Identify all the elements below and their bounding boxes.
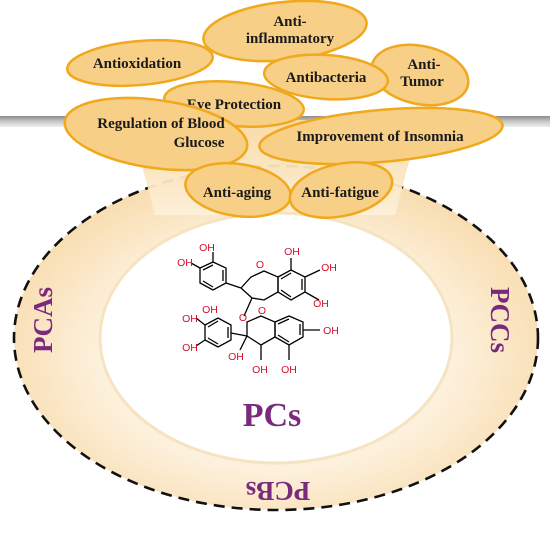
pill-label: Anti- xyxy=(273,14,306,30)
chem-label-oh: OH xyxy=(228,351,244,363)
activity-pill-anti-fatigue: Anti-fatigue xyxy=(288,161,394,219)
activity-pill-antioxidation: Antioxidation xyxy=(66,38,214,88)
bond xyxy=(195,317,206,326)
bond xyxy=(230,332,248,337)
activity-pill-antibacteria: Antibacteria xyxy=(262,53,390,101)
ring-label-bottom: PCBs xyxy=(246,476,311,506)
ring-label-left: PCAs xyxy=(28,287,58,353)
bond xyxy=(277,318,290,325)
chem-label-oh: OH xyxy=(202,304,218,316)
pill-label: Glucose xyxy=(174,135,225,151)
pill-label: Anti- xyxy=(407,57,440,73)
bond xyxy=(277,334,290,343)
pill-label: Anti-aging xyxy=(203,185,272,201)
activity-pill-anti-aging: Anti-aging xyxy=(184,161,292,219)
activity-pill-anti-tumor: Anti- Tumor xyxy=(370,43,470,107)
bond xyxy=(207,320,219,328)
chem-label-o: O xyxy=(239,312,247,324)
chem-label-oh: OH xyxy=(313,298,329,310)
bond xyxy=(280,272,292,280)
chem-label-oh: OH xyxy=(284,246,300,258)
chem-label-oh: OH xyxy=(177,257,193,269)
bond xyxy=(304,269,321,278)
activity-pill-regulation-of-blood-glucose: Regulation of Blood Glucose xyxy=(63,96,249,172)
chem-label-oh: OH xyxy=(281,364,297,376)
chem-label-oh: OH xyxy=(199,242,215,254)
bond xyxy=(243,297,253,317)
activity-pill-improvement-of-insomnia: Improvement of Insomnia xyxy=(258,106,504,166)
pill-label: Antibacteria xyxy=(286,70,367,86)
activity-pill-anti-inflammatory: Anti- inflammatory xyxy=(202,0,368,63)
center-label: PCs xyxy=(243,397,302,434)
ring-label-right: PCCs xyxy=(485,287,515,353)
chemical-structure: OH OH O OH OH OH O OH O OH OH OH OH OH O… xyxy=(177,242,339,376)
bond xyxy=(207,337,219,345)
chem-label-oh: OH xyxy=(182,313,198,325)
chem-label-oh: OH xyxy=(182,342,198,354)
chem-label-oh: OH xyxy=(323,325,339,337)
bond xyxy=(202,280,214,288)
pill-label: Antioxidation xyxy=(93,56,182,72)
lower-benzene-ring xyxy=(274,315,304,346)
chem-label-o: O xyxy=(258,305,266,317)
bond xyxy=(280,289,292,298)
bond xyxy=(239,335,248,351)
bond xyxy=(190,262,201,269)
pill-label: Eye Protection xyxy=(187,97,282,113)
chem-label-oh: OH xyxy=(252,364,268,376)
pill-label: Anti-fatigue xyxy=(301,185,379,201)
chem-label-o: O xyxy=(256,259,264,271)
bond xyxy=(225,282,242,289)
bond xyxy=(304,291,320,301)
chem-label-oh: OH xyxy=(321,262,337,274)
svg-text:PCBs: PCBs xyxy=(246,476,311,506)
svg-text:PCCs: PCCs xyxy=(485,287,515,353)
pill-label: Improvement of Insomnia xyxy=(296,129,464,145)
pill-label: Tumor xyxy=(400,74,444,90)
svg-text:PCAs: PCAs xyxy=(28,287,58,353)
pill-label: Regulation of Blood xyxy=(97,116,225,132)
pill-label: inflammatory xyxy=(246,31,335,47)
bond xyxy=(195,339,206,347)
bond xyxy=(202,264,214,271)
